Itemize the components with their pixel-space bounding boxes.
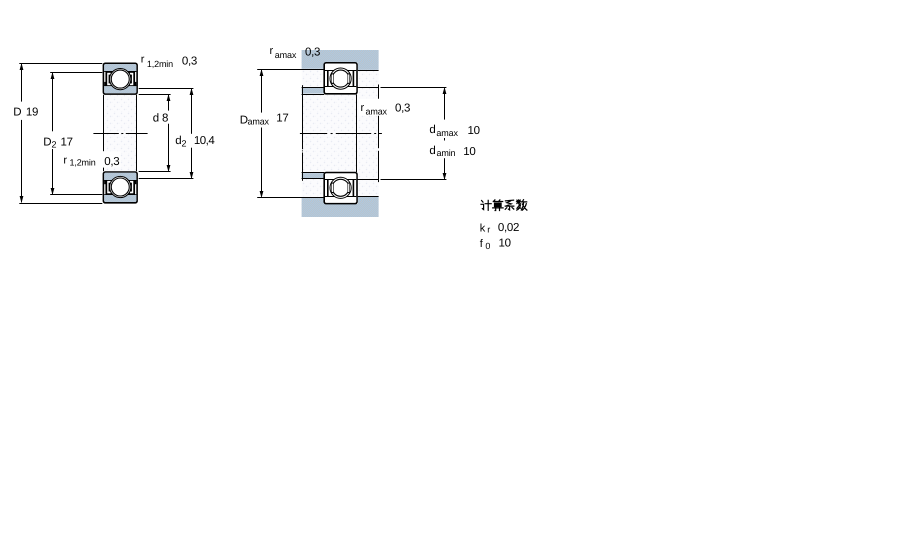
svg-text:10: 10 xyxy=(463,146,475,158)
svg-text:1,2min: 1,2min xyxy=(147,59,173,69)
svg-text:8: 8 xyxy=(162,113,168,125)
svg-text:k: k xyxy=(480,222,486,234)
svg-text:10: 10 xyxy=(468,125,480,137)
svg-text:r: r xyxy=(141,54,145,66)
svg-text:r: r xyxy=(361,102,365,114)
svg-text:2: 2 xyxy=(52,140,57,150)
svg-text:amax: amax xyxy=(275,50,297,60)
svg-text:0,3: 0,3 xyxy=(395,103,410,115)
svg-text:r: r xyxy=(63,155,67,167)
svg-text:2: 2 xyxy=(182,139,187,149)
svg-text:d: d xyxy=(429,145,435,157)
svg-text:17: 17 xyxy=(276,113,288,125)
svg-text:0: 0 xyxy=(485,241,490,251)
svg-text:d: d xyxy=(429,124,435,136)
svg-text:amax: amax xyxy=(436,128,458,138)
svg-text:0,02: 0,02 xyxy=(498,222,519,234)
svg-text:amax: amax xyxy=(366,106,388,116)
svg-text:17: 17 xyxy=(61,136,73,148)
svg-text:d: d xyxy=(175,135,181,147)
svg-text:10: 10 xyxy=(499,238,511,250)
svg-text:r: r xyxy=(487,225,490,235)
svg-text:D: D xyxy=(240,114,248,126)
svg-text:r: r xyxy=(270,45,274,57)
svg-text:amin: amin xyxy=(437,148,456,158)
svg-text:0,3: 0,3 xyxy=(305,47,320,59)
svg-text:amax: amax xyxy=(248,117,270,127)
svg-text:1,2min: 1,2min xyxy=(70,157,96,167)
svg-text:D: D xyxy=(13,107,21,119)
svg-text:f: f xyxy=(480,238,484,250)
svg-text:19: 19 xyxy=(26,107,38,119)
svg-text:D: D xyxy=(43,137,51,149)
svg-text:d: d xyxy=(153,113,159,125)
svg-text:10,4: 10,4 xyxy=(194,135,215,147)
svg-text:0,3: 0,3 xyxy=(182,55,197,67)
svg-text:0,3: 0,3 xyxy=(104,156,119,168)
